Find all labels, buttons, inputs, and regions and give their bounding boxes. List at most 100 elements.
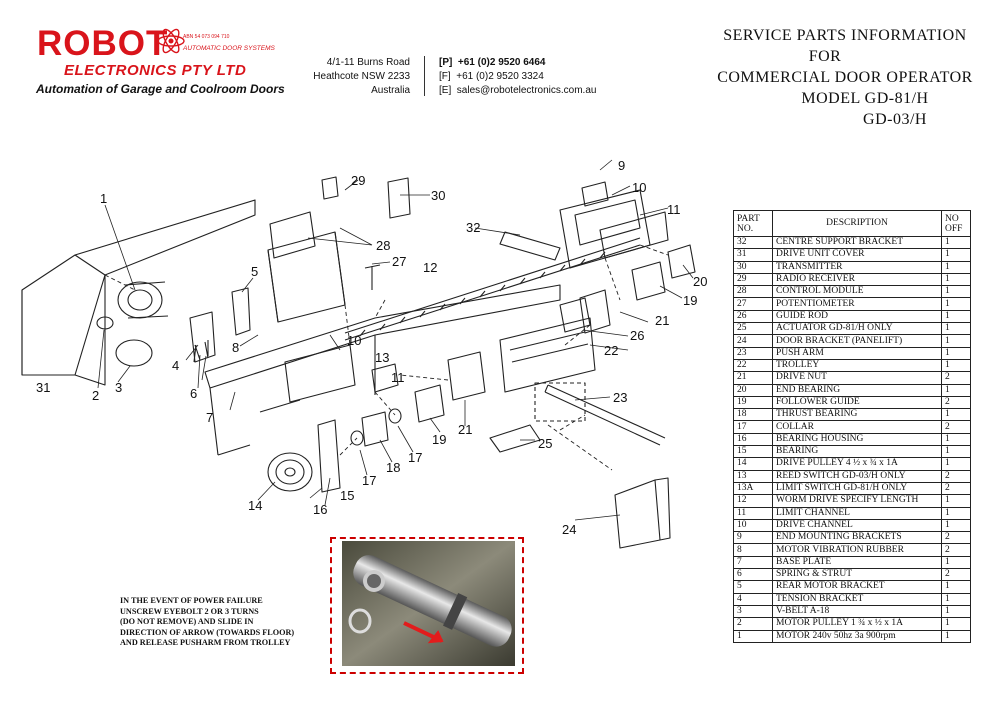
description-cell: DRIVE NUT [772,371,942,385]
quantity-cell: 1 [941,272,971,287]
title-line: FOR [808,48,842,65]
description-cell: LIMIT SWITCH GD-81/H ONLY [772,481,942,496]
radio-board-part [269,211,316,259]
description-cell: END BEARING [772,383,942,397]
description-cell: BASE PLATE [772,555,942,570]
callout-25: 25 [538,436,552,451]
part-number-cell: 15 [733,445,773,459]
callout-11: 11 [667,202,681,217]
quantity-cell: 2 [941,568,971,582]
description-cell: DOOR BRACKET (PANELIFT) [772,334,942,348]
description-cell: RADIO RECEIVER [772,272,942,287]
part-number-cell: 25 [733,322,773,336]
callout-23: 23 [613,390,627,405]
address-line: Heathcote NSW 2233 [313,71,410,82]
description-cell: FOLLOWER GUIDE [772,395,942,410]
release-detail-box [534,382,586,422]
radio-receiver-part [321,176,339,200]
note-line: (DO NOT REMOVE) AND SLIDE IN [120,617,254,627]
tagline: Automation of Garage and Coolroom Doors [36,82,285,96]
part-number-cell: 10 [733,518,773,533]
description-cell: REAR MOTOR BRACKET [772,580,942,594]
quantity-cell: 1 [941,445,971,459]
description-cell: LIMIT CHANNEL [772,506,942,520]
description-cell: PUSH ARM [772,346,942,360]
callout-26: 26 [630,328,644,343]
base-plate-part [204,284,561,456]
description-cell: WORM DRIVE SPECIFY LENGTH [772,494,942,508]
email-link[interactable]: sales@robotelectronics.com.au [456,85,597,96]
part-number-cell: 14 [733,457,773,471]
callout-11b: 11 [391,370,405,385]
part-number-cell: 31 [733,248,773,262]
part-number-cell: 7 [733,555,773,570]
column-header-description: DESCRIPTION [772,210,942,237]
address-line: 4/1-11 Burns Road [326,57,410,68]
callout-28: 28 [376,238,390,253]
phone-tag: [P] [439,57,453,68]
callout-30: 30 [431,188,445,203]
description-cell: COLLAR [772,420,942,434]
part-number-cell: 24 [733,334,773,348]
callout-22: 22 [604,343,618,358]
callout-7: 7 [206,410,213,425]
quantity-cell: 1 [941,309,971,324]
follower-guide-lower-part [414,384,445,423]
bearing-housing-part [317,419,341,493]
part-number-cell: 5 [733,580,773,594]
callout-5: 5 [251,264,258,279]
description-cell: V-BELT A-18 [772,604,942,619]
description-cell: POTENTIOMETER [772,297,942,311]
callout-27: 27 [392,254,406,269]
title-line: COMMERCIAL DOOR OPERATOR [717,69,973,86]
part-number-cell: 21 [733,371,773,385]
quantity-cell: 1 [941,322,971,336]
description-cell: SPRING & STRUT [772,568,942,582]
callout-19b: 19 [683,293,697,308]
control-module-part [267,231,346,323]
transmitter-part [387,177,411,219]
column-header-part-no: PART NO. [733,210,773,237]
part-number-cell: 13 [733,469,773,483]
push-arm-part [544,384,666,446]
part-number-cell: 2 [733,617,773,631]
callout-8: 8 [232,340,239,355]
phone-number: +61 (0)2 9520 6464 [457,57,546,68]
description-cell: REED SWITCH GD-03/H ONLY [772,469,942,483]
description-cell: TROLLEY [772,358,942,373]
callout-6: 6 [190,386,197,401]
callout-32: 32 [466,220,480,235]
atom-logo-icon [157,28,185,54]
part-number-cell: 8 [733,543,773,557]
callout-17b: 17 [408,450,422,465]
column-header-qty: NO OFF [941,210,971,237]
abn-number: ABN 54 073 094 710 [183,34,230,40]
header-divider [424,56,425,96]
quantity-cell: 1 [941,383,971,397]
quantity-cell: 1 [941,506,971,520]
address-line: Australia [371,85,410,96]
callout-17: 17 [362,473,376,488]
quantity-cell: 1 [941,297,971,311]
callout-10b: 10 [347,333,361,348]
quantity-cell: 1 [941,555,971,570]
quantity-cell: 2 [941,371,971,385]
callout-20: 20 [693,274,707,289]
callout-1: 1 [100,191,107,206]
reed-switch-part [371,363,399,393]
limit-channel-part [599,211,669,259]
eyebolt-ring-icon [348,608,372,634]
table-header-row: PART NO. DESCRIPTION NO OFF [733,210,971,237]
